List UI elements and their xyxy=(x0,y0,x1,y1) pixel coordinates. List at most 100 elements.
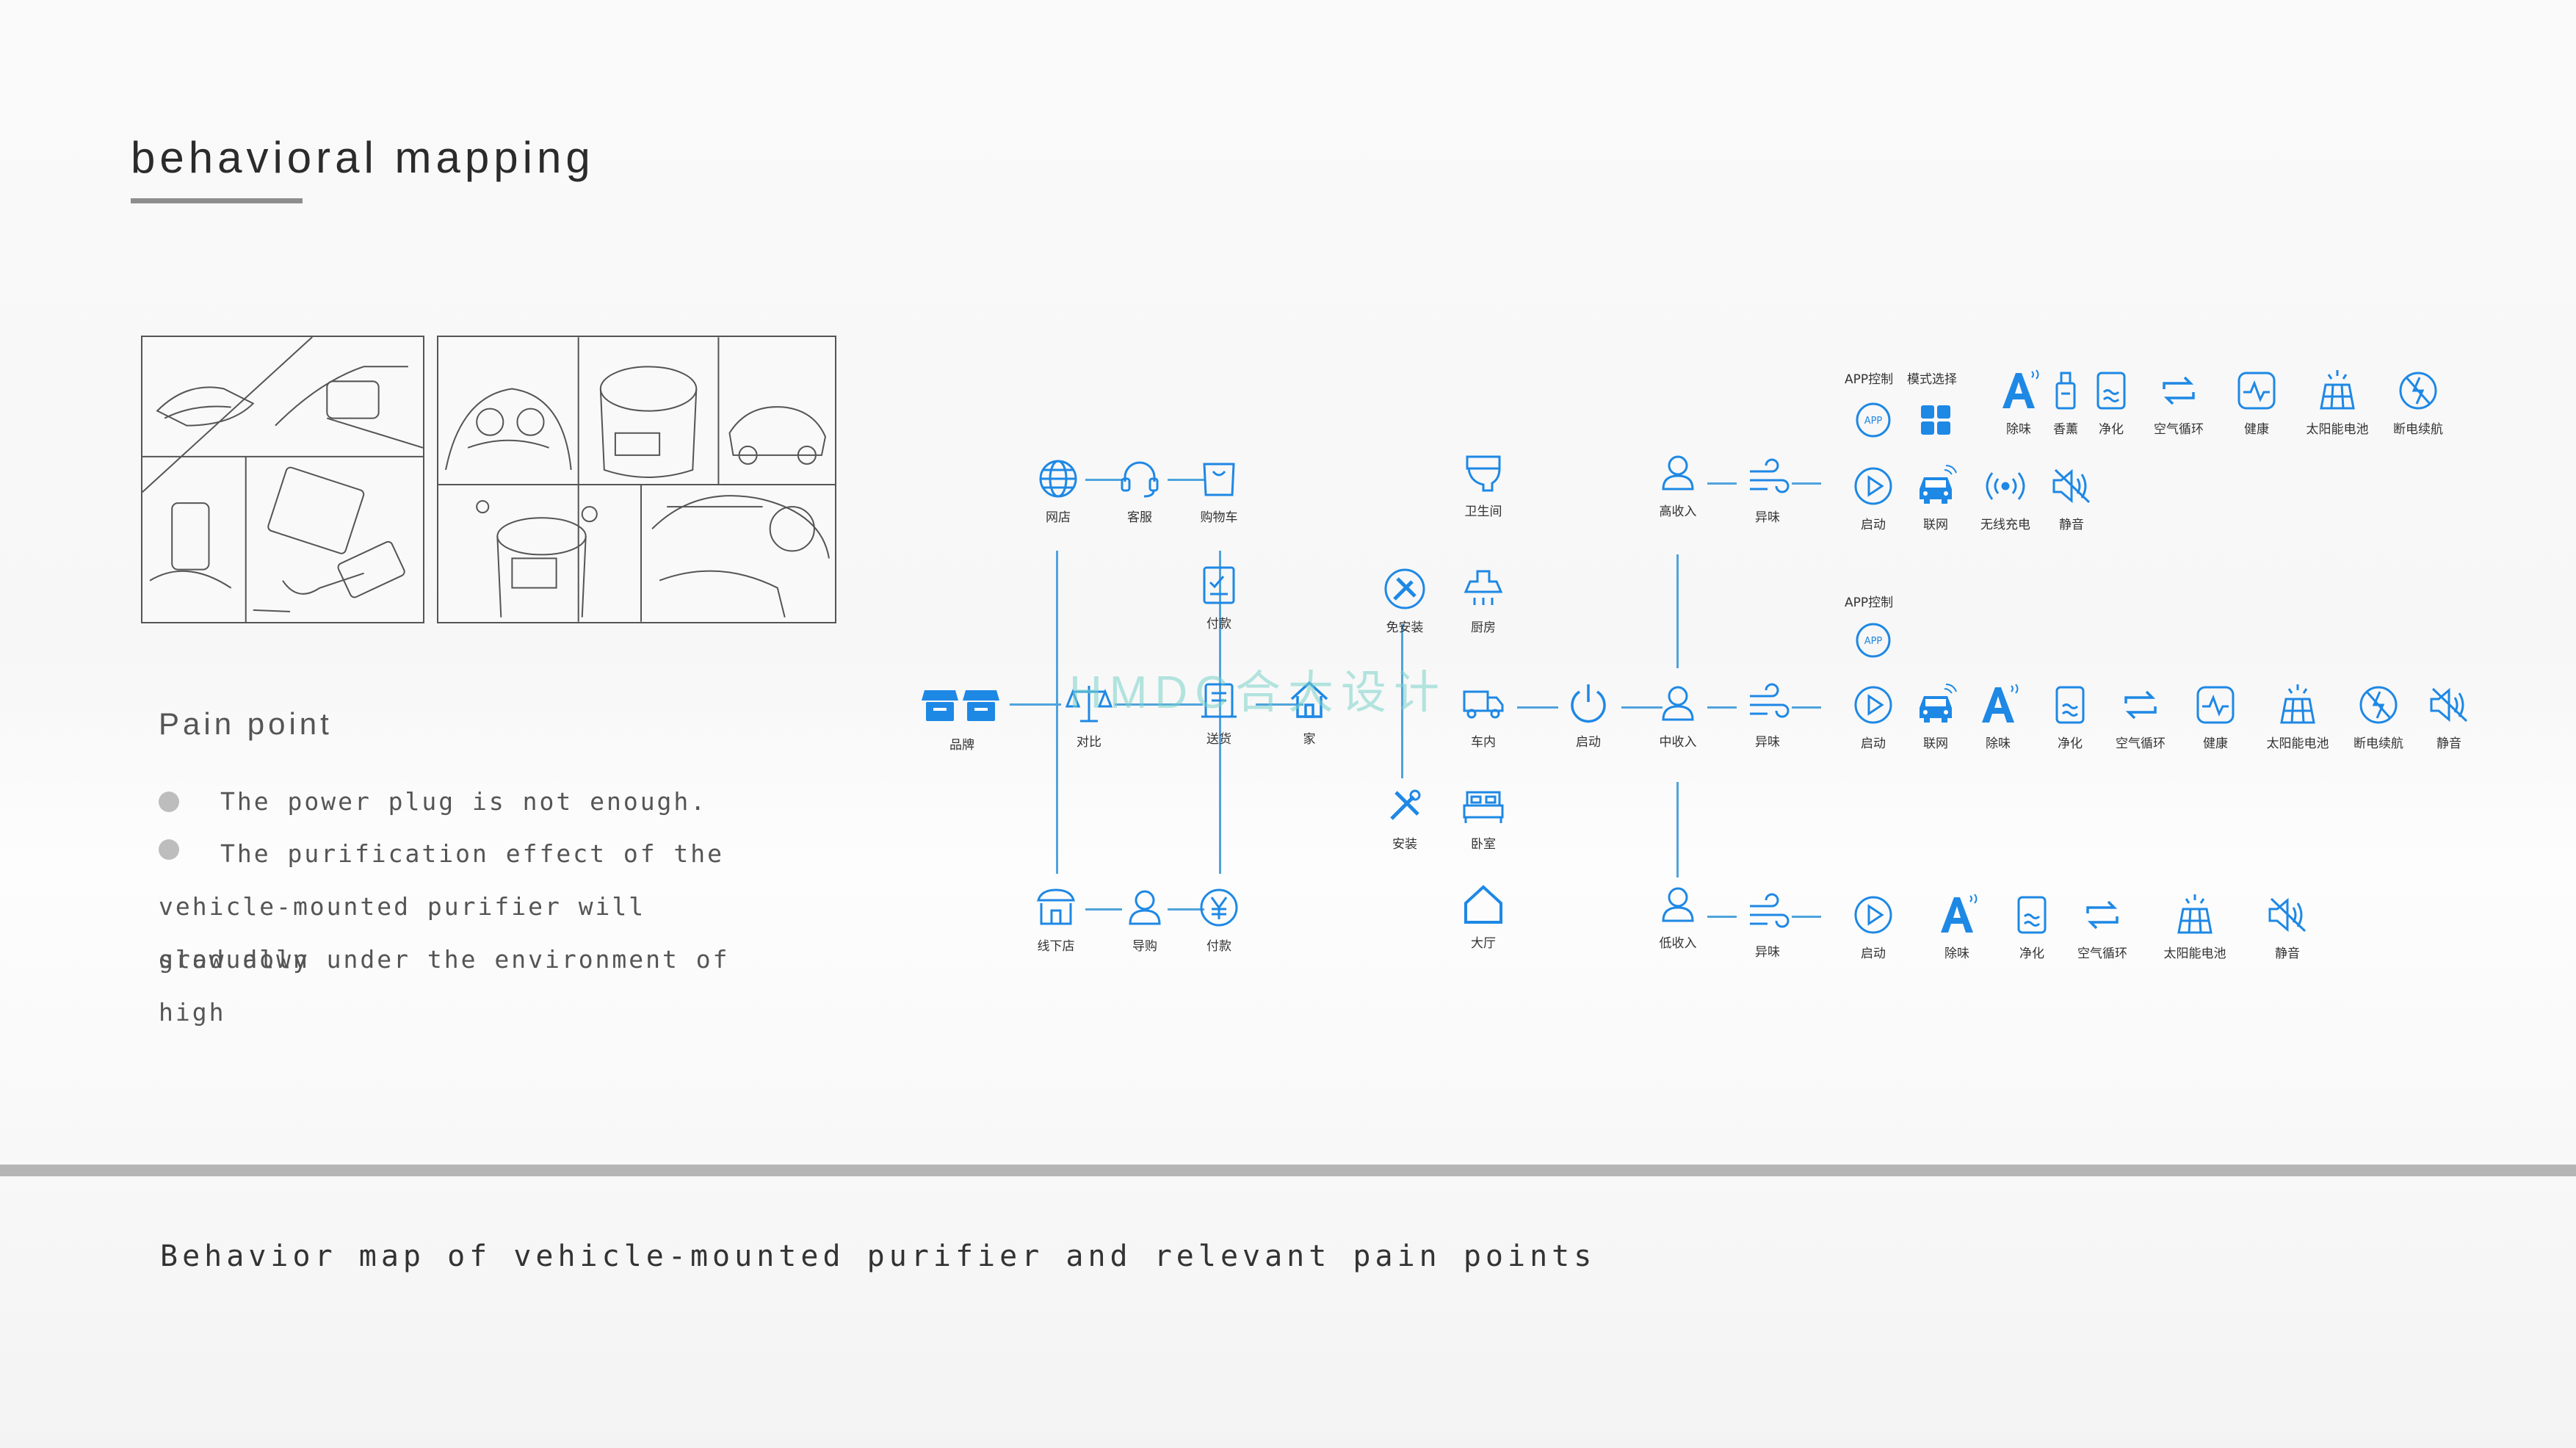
feature-fragrance: 香薰 xyxy=(2025,367,2106,437)
no-power-icon xyxy=(2359,686,2398,724)
connector xyxy=(1676,554,1679,668)
toilet-icon xyxy=(1466,455,1501,492)
node-pay-online: 付款 xyxy=(1179,562,1259,631)
headset-icon xyxy=(1121,461,1159,498)
app-circle-icon: APP xyxy=(1856,623,1891,658)
feature-network: 联网 xyxy=(1895,681,1976,751)
connector xyxy=(1168,479,1204,481)
feature-startup: 启动 xyxy=(1833,463,1914,532)
person-icon xyxy=(1129,890,1161,925)
connector xyxy=(1676,782,1679,877)
connector xyxy=(1517,706,1558,709)
feature-purify: 净化 xyxy=(2030,681,2110,751)
node-pay-offline: 付款 xyxy=(1179,884,1259,954)
node-bathroom: 卫生间 xyxy=(1443,449,1524,519)
feature-purify: 净化 xyxy=(2071,367,2152,437)
purify-icon xyxy=(2017,896,2047,934)
car-net-icon xyxy=(1920,465,1957,504)
node-customer-service: 客服 xyxy=(1099,455,1180,525)
shop-icon xyxy=(1037,888,1075,925)
range-hood-icon xyxy=(1464,570,1503,605)
node-odor-low: 异味 xyxy=(1727,890,1808,960)
node-odor-high: 异味 xyxy=(1727,455,1808,525)
solar-icon xyxy=(2177,894,2213,934)
connector xyxy=(1168,908,1204,911)
connector xyxy=(1792,916,1821,918)
node-odor-mid: 异味 xyxy=(1727,680,1808,750)
feature-startup: 启动 xyxy=(1833,681,1914,751)
page-title: behavioral mapping xyxy=(131,133,595,182)
feature-air-circ: 空气循环 xyxy=(2062,891,2143,961)
wind-icon xyxy=(1750,893,1790,928)
tools-crossed-icon xyxy=(1384,568,1425,609)
feature-purify: 净化 xyxy=(1991,891,2072,961)
feature-app: APP xyxy=(1833,397,1914,444)
purify-icon xyxy=(2055,686,2085,724)
pain-point-line-1: The power plug is not enough. xyxy=(220,787,708,816)
feature-solar: 太阳能电池 xyxy=(2154,891,2235,961)
node-free-install: 免安装 xyxy=(1364,565,1445,635)
feature-outage: 断电续航 xyxy=(2338,681,2419,751)
node-start: 启动 xyxy=(1548,680,1629,750)
node-offline-store: 线下店 xyxy=(1016,884,1096,954)
purify-icon xyxy=(2096,372,2126,410)
wind-icon xyxy=(1750,458,1790,493)
solar-icon xyxy=(2280,684,2315,724)
wireless-icon xyxy=(1986,472,2025,500)
sketch-panel-2 xyxy=(437,336,836,623)
feature-health: 健康 xyxy=(2175,681,2256,751)
bullet-icon xyxy=(159,839,179,860)
figure-caption: Behavior map of vehicle-mounted purifier… xyxy=(160,1239,1596,1273)
feature-solar: 太阳能电池 xyxy=(2297,367,2378,437)
solar-icon xyxy=(2320,370,2355,410)
feature-deodorize: 除味 xyxy=(1917,891,1997,961)
feature-deodorize: 除味 xyxy=(1958,681,2038,751)
node-brand: 品牌 xyxy=(922,683,1002,753)
connector xyxy=(1085,479,1122,481)
feature-mute: 静音 xyxy=(2409,681,2489,751)
feature-deodorize: 除味 xyxy=(1978,367,2059,437)
truck-icon xyxy=(1463,690,1504,719)
connector xyxy=(1707,916,1737,918)
connector xyxy=(1707,482,1737,485)
house-icon xyxy=(1464,885,1502,924)
globe-icon xyxy=(1039,460,1077,498)
pain-point-line-4: slow down under the environment of high xyxy=(159,945,730,1027)
power-icon xyxy=(1571,684,1606,723)
wrench-icon xyxy=(1390,789,1421,820)
yen-icon xyxy=(1200,888,1238,927)
feature-solar: 太阳能电池 xyxy=(2257,681,2338,751)
store-icon xyxy=(922,690,999,721)
user-icon xyxy=(1662,455,1694,490)
node-high-income: 高收入 xyxy=(1638,449,1718,519)
feature-outage: 断电续航 xyxy=(2378,367,2459,437)
sketch-panel-1 xyxy=(141,336,424,623)
bullet-icon xyxy=(159,792,179,812)
delivery-icon xyxy=(1201,683,1237,718)
pain-point-title: Pain point xyxy=(159,706,333,741)
fragrance-icon xyxy=(2055,372,2076,410)
feature-air-circ: 空气循环 xyxy=(2100,681,2181,751)
health-icon xyxy=(2237,372,2276,410)
connector xyxy=(1256,703,1303,706)
connector xyxy=(1792,706,1821,709)
feature-mode-grid xyxy=(1895,397,1976,444)
connector xyxy=(1010,703,1061,706)
label-app-control: APP控制 xyxy=(1845,372,1894,387)
play-icon xyxy=(1854,686,1892,724)
play-icon xyxy=(1854,467,1892,505)
font-a-icon xyxy=(1982,684,2019,723)
feature-health: 健康 xyxy=(2216,367,2297,437)
node-cart: 购物车 xyxy=(1179,455,1259,525)
loop-icon xyxy=(2086,900,2119,930)
node-home: 家 xyxy=(1269,677,1350,747)
title-underline xyxy=(131,198,303,203)
feature-startup: 启动 xyxy=(1833,891,1914,961)
connector xyxy=(1056,551,1058,874)
node-shopping-guide: 导购 xyxy=(1104,884,1185,954)
svg-text:APP: APP xyxy=(1864,636,1883,647)
feature-app-mid: APP xyxy=(1833,617,1914,664)
loop-icon xyxy=(2163,376,2195,405)
no-power-icon xyxy=(2399,372,2437,410)
svg-text:APP: APP xyxy=(1864,416,1883,427)
